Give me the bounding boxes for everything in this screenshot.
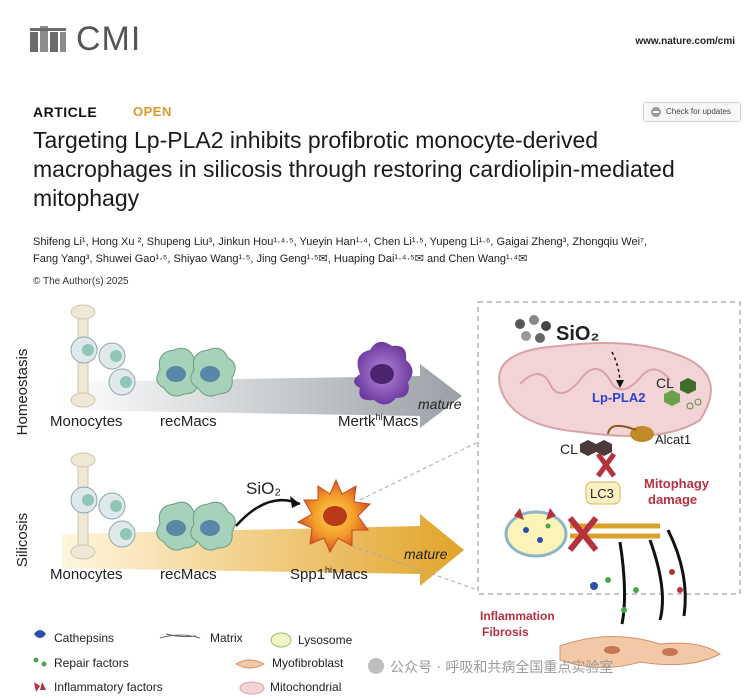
cardiolipin-upper-icon bbox=[664, 378, 702, 410]
inflammation-label: Inflammation bbox=[480, 609, 555, 623]
sio2-arrow-head bbox=[290, 496, 300, 508]
author-line-1: Shifeng Li¹, Hong Xu ²‚ Shupeng Liu³, Ji… bbox=[33, 236, 648, 248]
zoom-line-top bbox=[359, 441, 479, 501]
label-mertk-macs: MertkhiMacs bbox=[338, 412, 418, 430]
matrix-icon bbox=[159, 633, 201, 639]
label-recmacs-top: recMacs bbox=[160, 413, 217, 430]
monocyte-cells-icon-lower bbox=[70, 486, 136, 548]
lc3-box bbox=[585, 481, 621, 505]
fibrosis-label: Fibrosis bbox=[482, 625, 529, 639]
journal-url[interactable]: www.nature.com/cmi bbox=[635, 36, 735, 47]
myofibroblast-cluster-icon bbox=[559, 635, 721, 668]
cmi-logo-icon bbox=[30, 26, 66, 52]
legend-mitochondrial: Mitochondrial bbox=[270, 680, 341, 694]
homeostasis-row: mature Monocytes recMacs MertkhiMacs bbox=[50, 304, 462, 430]
mertk-post: Macs bbox=[383, 413, 419, 430]
sio2-curved-arrow bbox=[235, 498, 301, 527]
spp1-pre: Spp1 bbox=[290, 566, 325, 583]
mature-label-bottom: mature bbox=[404, 546, 448, 562]
label-monocytes-top: Monocytes bbox=[50, 413, 123, 430]
label-spp1-macs: Spp1hiMacs bbox=[290, 565, 368, 583]
secretion-arrows bbox=[590, 529, 687, 625]
legend-repair-factors: Repair factors bbox=[54, 656, 129, 670]
mertk-sup: hi bbox=[376, 412, 383, 422]
label-monocytes-bottom: Monocytes bbox=[50, 566, 123, 583]
spp1-sup: hi bbox=[325, 565, 332, 575]
cardiolipin-lower-icon bbox=[580, 440, 612, 456]
sio2-particles-icon bbox=[515, 315, 551, 343]
journal-logo: CMI bbox=[28, 18, 153, 62]
mertk-pre: Mertk bbox=[338, 413, 376, 430]
recmacs-cells-icon bbox=[156, 347, 236, 397]
monocyte-cells-icon bbox=[70, 336, 136, 396]
logo-text: CMI bbox=[76, 20, 142, 58]
sio2-label-mid: SiO₂ bbox=[246, 479, 281, 498]
copyright-notice: © The Author(s) 2025 bbox=[33, 276, 129, 287]
check-updates-button[interactable]: Check for updates bbox=[643, 102, 741, 122]
watermark-text: 公众号 · 呼吸和共病全国重点实验室 bbox=[390, 659, 613, 676]
mertk-macrophage-icon bbox=[354, 341, 413, 405]
mitochondrion-icon bbox=[498, 342, 712, 437]
spp1-post: Macs bbox=[332, 566, 368, 583]
mature-label-top: mature bbox=[418, 396, 462, 412]
graphical-abstract: Homeostasis Silicosis mature Monocytes r… bbox=[14, 301, 741, 695]
lp-pla2-label: Lp-PLA2 bbox=[592, 390, 645, 405]
legend-lysosome: Lysosome bbox=[298, 633, 353, 647]
mechanism-inset-box bbox=[477, 301, 741, 595]
open-access-label: OPEN bbox=[133, 104, 172, 119]
silicosis-row: SiO₂ mature Monocytes recMacs Spp1hiMacs bbox=[50, 452, 464, 586]
mechanism-inset: SiO₂ Lp-PLA2 CL Alcat1 CL Mitophagy dama… bbox=[480, 315, 721, 668]
cl-label-lower: CL bbox=[560, 441, 578, 457]
article-title: Targeting Lp-PLA2 inhibits profibrotic m… bbox=[33, 127, 675, 211]
repair-factors-icon bbox=[33, 657, 47, 667]
legend-matrix: Matrix bbox=[210, 631, 243, 645]
mitophagy-label-2: damage bbox=[648, 492, 697, 507]
legend-cathepsins: Cathepsins bbox=[54, 631, 114, 645]
wechat-watermark: 公众号 · 呼吸和共病全国重点实验室 bbox=[368, 658, 613, 676]
row-label-silicosis: Silicosis bbox=[14, 513, 31, 567]
lysosome-legend-icon bbox=[270, 632, 292, 648]
legend-myofibroblast: Myofibroblast bbox=[272, 656, 344, 670]
cathepsins-icon bbox=[34, 630, 46, 638]
author-line-2: Fang Yang³, Shuwei Gao¹·⁵, Shiyao Wang¹·… bbox=[33, 253, 528, 265]
mitochondrial-legend-icon bbox=[239, 681, 265, 695]
label-recmacs-bottom: recMacs bbox=[160, 566, 217, 583]
check-updates-label: Check for updates bbox=[666, 107, 731, 116]
recmacs-cells-icon-lower bbox=[156, 501, 236, 551]
alcat1-label: Alcat1 bbox=[655, 432, 691, 447]
lc3-label: LC3 bbox=[590, 486, 614, 501]
spp1-macrophage-icon bbox=[296, 478, 372, 554]
mitophagy-label-1: Mitophagy bbox=[644, 476, 710, 491]
article-type-label: ARTICLE bbox=[33, 104, 98, 120]
zoom-line-bottom bbox=[351, 545, 479, 591]
myofibroblast-icon bbox=[234, 659, 266, 669]
row-label-homeostasis: Homeostasis bbox=[14, 349, 31, 436]
cl-label-upper: CL bbox=[656, 375, 674, 391]
figure-legend: Cathepsins Repair factors Inflammatory f… bbox=[33, 630, 353, 695]
check-updates-icon bbox=[651, 107, 661, 117]
legend-inflammatory-factors: Inflammatory factors bbox=[54, 680, 163, 694]
lysosome-icon bbox=[504, 508, 568, 558]
sio2-label-top: SiO₂ bbox=[556, 323, 599, 345]
wechat-icon bbox=[368, 658, 384, 674]
inflammatory-factors-icon bbox=[34, 682, 46, 692]
red-x-icon-upper bbox=[595, 452, 617, 478]
author-list: Shifeng Li¹, Hong Xu ²‚ Shupeng Liu³, Ji… bbox=[33, 234, 723, 268]
red-x-icon-lower bbox=[567, 516, 599, 552]
